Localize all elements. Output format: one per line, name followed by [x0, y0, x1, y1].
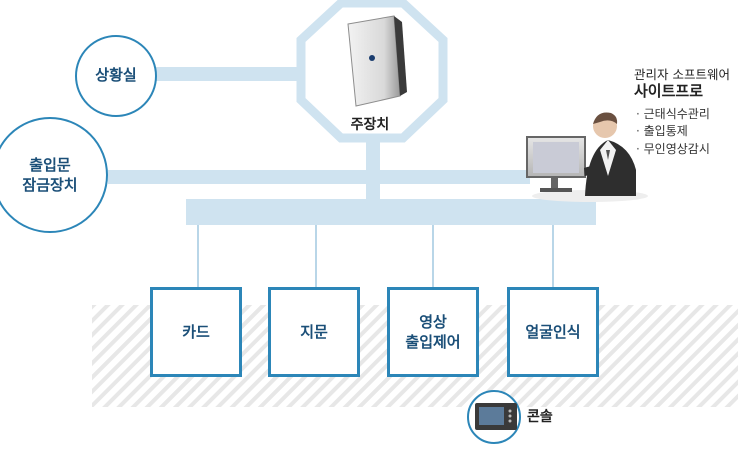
face-recognition-label: 얼굴인식 [525, 322, 581, 341]
door-lock-label-line1: 출입문 [29, 156, 71, 174]
door-lock-circle [0, 117, 108, 233]
video-access-box: 영상 출입제어 [387, 287, 479, 377]
admin-workstation-icon [526, 112, 648, 202]
situation-room-label: 상황실 [95, 66, 137, 84]
face-recognition-box: 얼굴인식 [507, 287, 599, 377]
fingerprint-label: 지문 [300, 322, 328, 341]
distribution-bar [186, 199, 596, 225]
card-reader-box: 카드 [150, 287, 242, 377]
door-lock-label-line2: 잠금장치 [22, 175, 78, 194]
console-icon [467, 390, 521, 444]
console-label: 콘솔 [527, 409, 553, 425]
card-reader-label: 카드 [182, 322, 210, 341]
admin-feature-list: 근태식수관리 출입통제 무인영상감시 [636, 106, 710, 158]
main-unit-label: 주장치 [350, 117, 390, 133]
drop-lines [197, 225, 554, 287]
fingerprint-box: 지문 [268, 287, 360, 377]
video-access-label-line2: 출입제어 [405, 333, 461, 351]
admin-feature-item: 무인영상감시 [636, 141, 710, 158]
main-device-icon [347, 15, 407, 107]
door-lock-label: 출입문 잠금장치 [10, 156, 90, 195]
connection-lines [108, 67, 530, 200]
admin-software-title: 관리자 소프트웨어 [634, 67, 730, 82]
admin-feature-item: 출입통제 [636, 123, 710, 140]
admin-software-name: 사이트프로 [634, 82, 704, 100]
admin-feature-item: 근태식수관리 [636, 106, 710, 123]
situation-room-circle [75, 35, 157, 117]
video-access-label-line1: 영상 [419, 312, 447, 331]
